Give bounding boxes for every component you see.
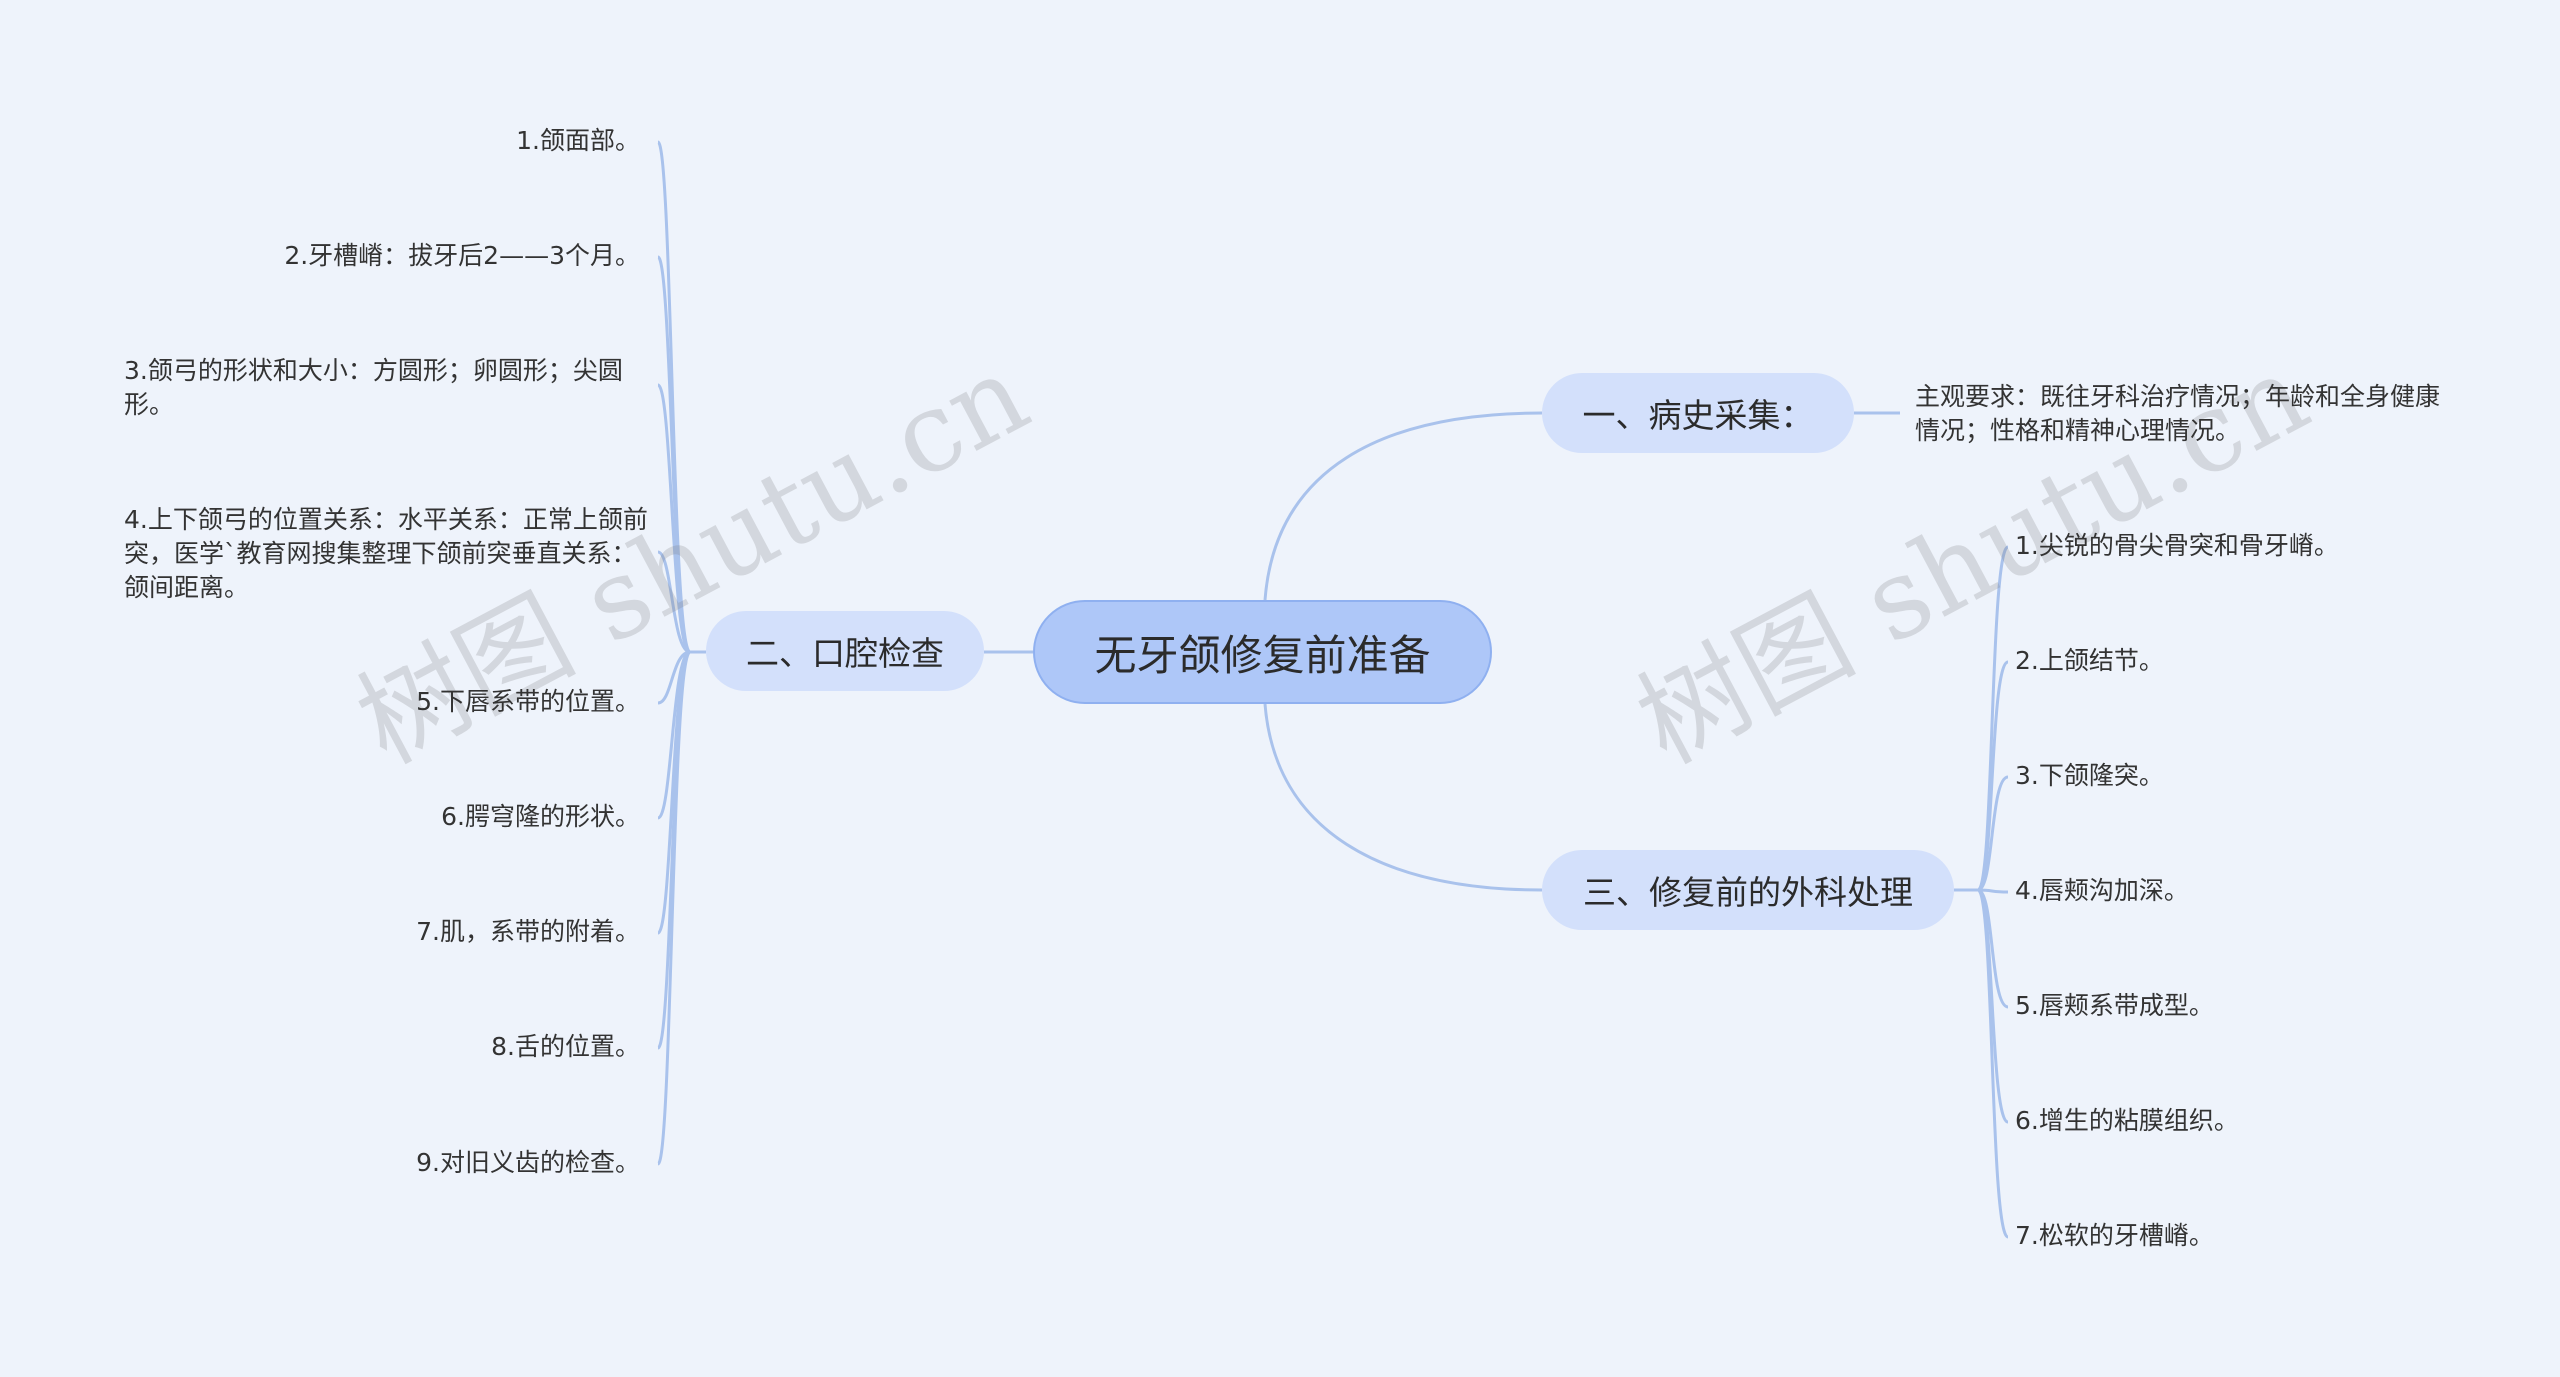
branch-surgery[interactable]: 三、修复前的外科处理 [1542,850,1954,930]
connector-oral-3 [656,383,706,654]
leaf-surgery-5[interactable]: 5.唇颊系带成型。 [2015,991,2214,1020]
connector-root-history [1263,411,1543,601]
leaf-oral-1[interactable]: 1.颌面部。 [516,126,640,155]
branch-history[interactable]: 一、病史采集： [1542,373,1854,453]
leaf-history-1[interactable]: 主观要求：既往牙科治疗情况；年龄和全身健康情况；性格和精神心理情况。 [1915,382,2441,445]
root-node[interactable]: 无牙颌修复前准备 [1033,600,1492,704]
leaf-oral-9[interactable]: 9.对旧义齿的检查。 [416,1148,640,1177]
connector-oral-1 [656,140,706,654]
leaf-surgery-1[interactable]: 1.尖锐的骨尖骨突和骨牙嵴。 [2015,531,2339,560]
leaf-surgery-2[interactable]: 2.上颌结节。 [2015,646,2164,675]
connector-root-surgery [1263,703,1543,892]
leaf-surgery-3[interactable]: 3.下颌隆突。 [2015,761,2164,790]
leaf-oral-5[interactable]: 5.下唇系带的位置。 [416,687,640,716]
connector-surgery-2 [1976,660,2010,892]
leaf-surgery-7[interactable]: 7.松软的牙槽嵴。 [2015,1221,2214,1250]
leaf-oral-7[interactable]: 7.肌，系带的附着。 [416,917,640,946]
branch-oral-exam[interactable]: 二、口腔检查 [706,611,984,691]
leaf-oral-3[interactable]: 3.颌弓的形状和大小：方圆形；卵圆形；尖圆形。 [124,356,623,419]
connector-surgery-7 [1976,888,2010,1239]
leaf-oral-8[interactable]: 8.舌的位置。 [491,1032,640,1061]
leaf-oral-6[interactable]: 6.腭穹隆的形状。 [441,802,640,831]
connector-oral-9 [656,650,706,1166]
leaf-oral-4[interactable]: 4.上下颌弓的位置关系：水平关系：正常上颌前突，医学`教育网搜集整理下颌前突垂直… [124,505,648,602]
leaf-surgery-6[interactable]: 6.增生的粘膜组织。 [2015,1106,2239,1135]
leaf-oral-2[interactable]: 2.牙槽嵴：拔牙后2——3个月。 [284,241,640,270]
leaf-surgery-4[interactable]: 4.唇颊沟加深。 [2015,876,2189,905]
connector-surgery-3 [1977,775,2009,892]
